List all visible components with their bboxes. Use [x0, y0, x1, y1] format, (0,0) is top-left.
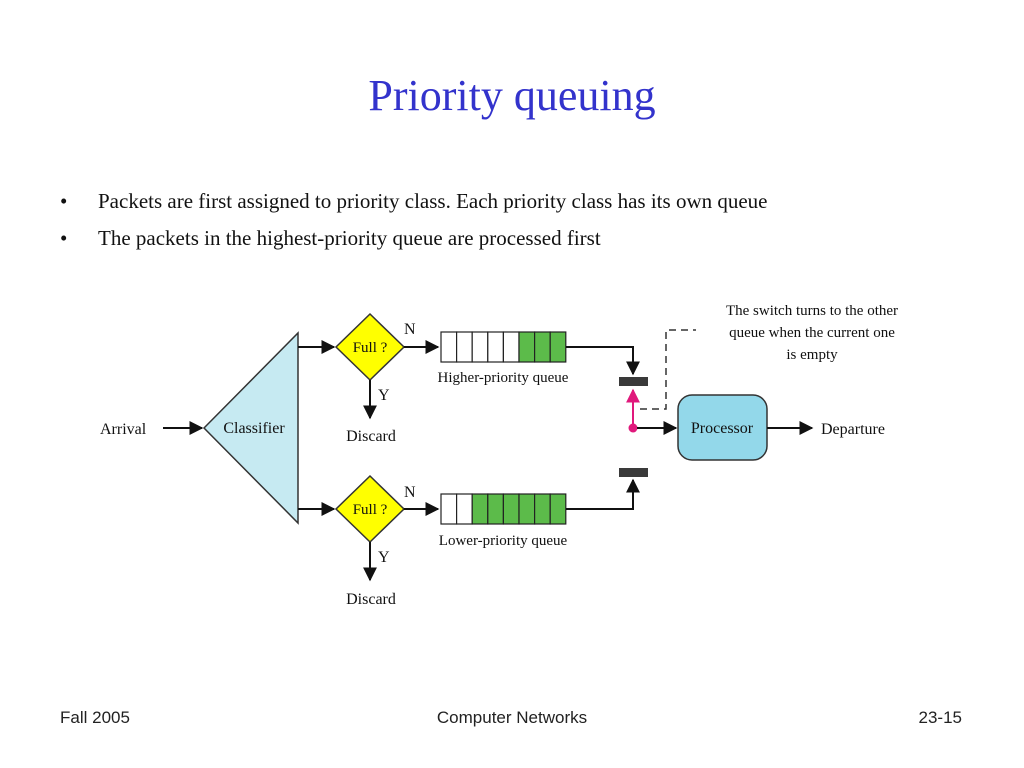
queue-packet — [518, 331, 536, 363]
queue-empty-slot — [487, 331, 504, 363]
slide-title: Priority queuing — [368, 71, 656, 120]
queue-packet — [518, 493, 536, 525]
no-label-lower: N — [404, 484, 416, 501]
queue-empty-slot — [440, 493, 458, 525]
higher-queue-output-arrow — [566, 346, 640, 376]
discard-label-upper: Discard — [346, 428, 396, 445]
processor-label: Processor — [691, 420, 754, 437]
switch-pivot — [628, 423, 638, 433]
lower-queue-label: Lower-priority queue — [439, 533, 568, 549]
departure-label: Departure — [821, 421, 885, 438]
no-label-upper: N — [404, 321, 416, 338]
higher-queue-label: Higher-priority queue — [438, 370, 569, 386]
queue-empty-slot — [440, 331, 458, 363]
bullet-text: Packets are first assigned to priority c… — [98, 189, 768, 213]
queue-empty-slot — [502, 331, 520, 363]
queue-packet — [549, 331, 567, 363]
queue-packet — [533, 331, 551, 363]
full-check-label-upper: Full ? — [353, 340, 388, 356]
queue-packet — [471, 493, 489, 525]
higher-priority-queue — [440, 331, 567, 363]
bullet-marker: • — [60, 226, 68, 250]
bullet-item: • The packets in the highest-priority qu… — [60, 225, 768, 251]
footer-term: Fall 2005 — [60, 708, 130, 727]
lower-queue-output-arrow — [566, 478, 640, 510]
note-line-2: queue when the current one — [729, 325, 895, 341]
queue-empty-slot — [456, 331, 473, 363]
queue-packet — [487, 493, 504, 525]
queue-empty-slot — [456, 493, 473, 525]
footer-page-number: 23-15 — [918, 708, 962, 727]
bullet-item: • Packets are first assigned to priority… — [60, 188, 768, 214]
queue-packet — [502, 493, 520, 525]
yes-label-upper: Y — [378, 387, 390, 404]
queue-empty-slot — [471, 331, 489, 363]
yes-label-lower: Y — [378, 549, 390, 566]
classifier-shape — [202, 331, 299, 525]
switch-contact-lower — [619, 468, 648, 477]
arrival-label: Arrival — [100, 421, 147, 438]
bullet-list: • Packets are first assigned to priority… — [60, 188, 768, 262]
bullet-text: The packets in the highest-priority queu… — [98, 226, 601, 250]
full-check-label-lower: Full ? — [353, 502, 388, 518]
note-pointer-dashed — [640, 329, 696, 410]
lower-priority-queue — [440, 493, 567, 525]
queue-packet — [533, 493, 551, 525]
queue-packet — [549, 493, 567, 525]
note-line-1: The switch turns to the other — [726, 303, 898, 319]
classifier-label: Classifier — [223, 420, 285, 437]
discard-label-lower: Discard — [346, 591, 396, 608]
bullet-marker: • — [60, 189, 68, 213]
footer-course: Computer Networks — [436, 708, 588, 727]
switch-contact-upper — [619, 377, 648, 386]
note-line-3: is empty — [786, 347, 838, 363]
